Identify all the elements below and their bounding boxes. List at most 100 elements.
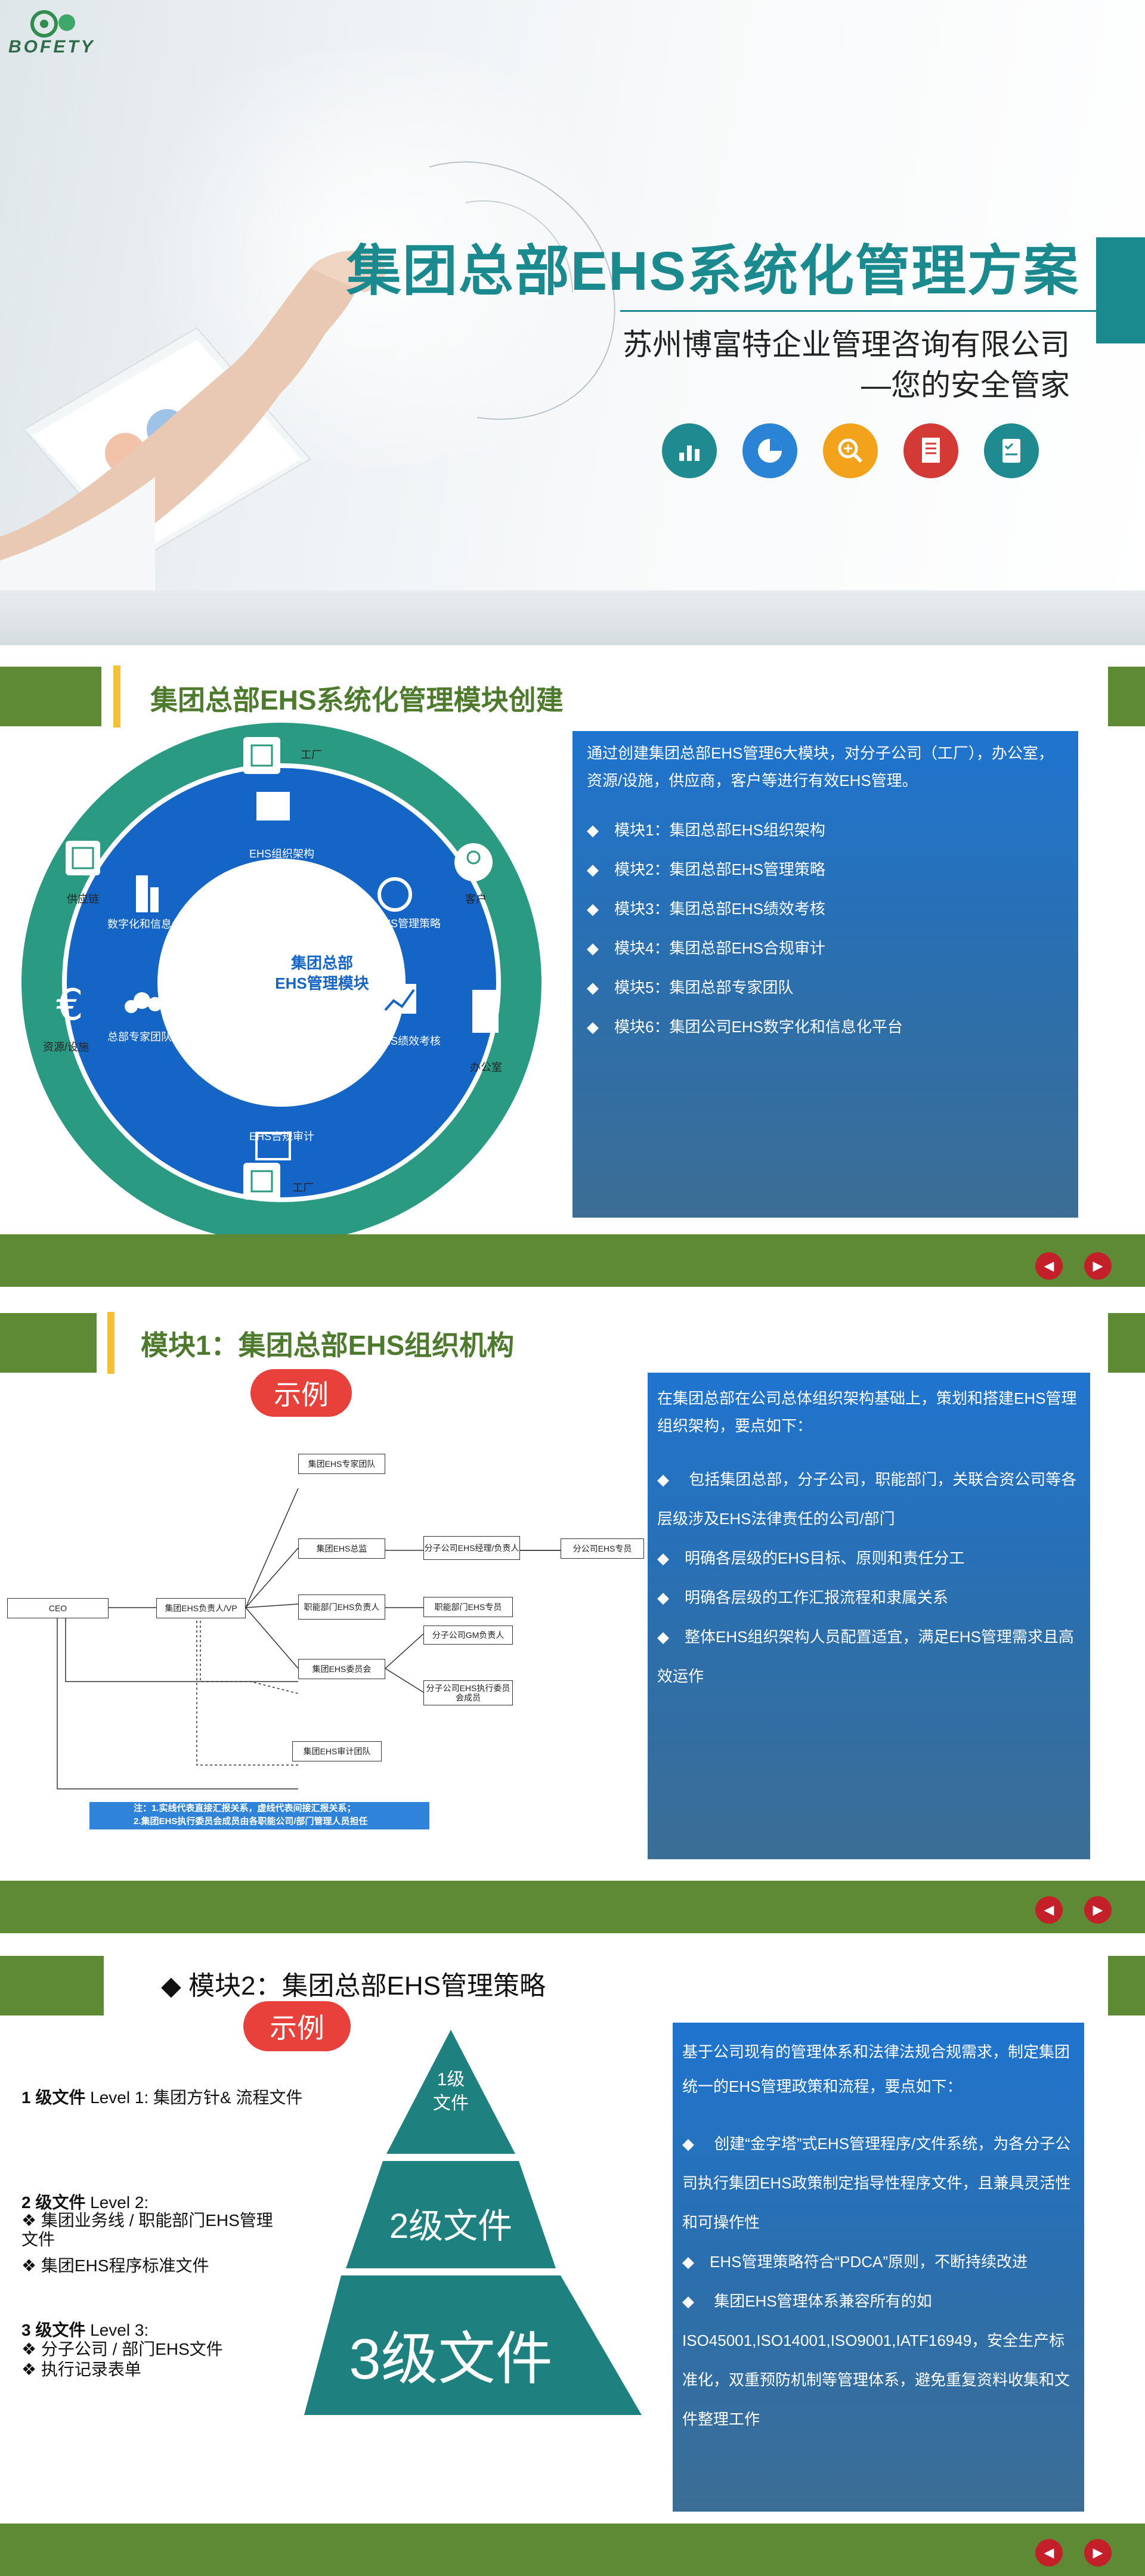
wheel-label-kpi: EHS绩效考核 [376, 1035, 441, 1047]
logo-text: BOFETY [8, 37, 95, 57]
section2-item-4: ◆ 整体EHS组织架构人员配置适宜，满足EHS管理需求且高效运作 [657, 1628, 1074, 1685]
section3-next-button[interactable]: ▶ [1084, 2539, 1112, 2566]
document-icon [903, 423, 958, 478]
org-box-sub-ehs-spec: 分公司EHS专员 [561, 1538, 644, 1559]
org-box-sub-ehs-lead: 分子公司EHS经理/负责人 [423, 1536, 520, 1560]
org-box-sub-committee: 分子公司EHS执行委员会成员 [423, 1680, 513, 1705]
section3-footer [0, 2524, 1145, 2576]
section3-example-badge: 示例 [243, 2001, 351, 2051]
section2-example-badge: 示例 [250, 1369, 352, 1417]
section3-prev-button[interactable]: ◀ [1035, 2539, 1063, 2566]
outer-label-factory-top: 工厂 [301, 749, 322, 761]
section2-item-2: ◆ 明确各层级的EHS目标、原则和责任分工 [657, 1549, 965, 1567]
wheel-label-audit: EHS合规审计 [249, 1131, 315, 1143]
level1-caption: 1 级文件 Level 1: 集团方针& 流程文件 [21, 2085, 302, 2109]
org-box-ceo: CEO [7, 1598, 109, 1618]
section1-intro: 通过创建集团总部EHS管理6大模块，对分子公司（工厂），办公室，资源/设施，供应… [587, 744, 1054, 789]
section1-footer [0, 1234, 1145, 1287]
pyramid-top-line2: 文件 [433, 2094, 469, 2113]
org-box-func-ehs-lead: 职能部门EHS专员 [423, 1597, 513, 1617]
section2-item-3: ◆ 明确各层级的工作汇报流程和隶属关系 [657, 1589, 948, 1606]
section1-next-button[interactable]: ▶ [1084, 1252, 1112, 1280]
section3-item-1: ◆ 创建“金字塔”式EHS管理程序/文件系统，为各分子公司执行集团EHS政策制定… [682, 2135, 1071, 2231]
org-box-audit-team: 集团EHS审计团队 [292, 1741, 382, 1761]
section2-info-panel: 在集团总部在公司总体组织架构基础上，策划和搭建EHS管理组织架构，要点如下： ◆… [648, 1373, 1090, 1859]
section3-item-2: ◆ EHS管理策略符合“PDCA”原则，不断持续改进 [682, 2253, 1028, 2271]
ehs-module-wheel: € [21, 723, 541, 1243]
org-box-expert-team: 集团EHS专家团队 [298, 1454, 385, 1474]
section2-prev-button[interactable]: ◀ [1035, 1896, 1063, 1924]
level2-item-1: ❖ 集团业务线 / 职能部门EHS管理文件 [21, 2211, 273, 2249]
section1-item-3: ◆ 模块3：集团总部EHS绩效考核 [587, 900, 825, 918]
pyramid-top-text: 1级 文件 [394, 2068, 508, 2116]
wheel-label-experts: 总部专家团队 [107, 1031, 172, 1043]
section1-prev-button[interactable]: ◀ [1035, 1252, 1063, 1280]
section2-next-button[interactable]: ▶ [1084, 1896, 1112, 1924]
section1-accent [113, 665, 120, 727]
outer-label-factory-bottom: 工厂 [292, 1182, 314, 1194]
org-chart-lines [57, 1488, 644, 1789]
level2-bold: 2 级文件 [21, 2193, 86, 2212]
outer-label-supply-chain: 供应链 [67, 893, 99, 905]
title-divider [620, 310, 1097, 312]
outer-label-resources: 资源/设施 [43, 1041, 89, 1053]
level2-item-2: ❖ 集团EHS程序标准文件 [21, 2256, 209, 2275]
wheel-center-line1: 集团总部 [290, 954, 353, 972]
section2-band-right [1108, 1313, 1145, 1373]
org-box-vp: 集团EHS负责人/VP [156, 1598, 246, 1618]
bar-chart-icon [662, 423, 717, 478]
company-name: 苏州博富特企业管理咨询有限公司 [623, 328, 1070, 361]
wheel-label-digital: 数字化和信息化 [107, 918, 182, 930]
wheel-center-text: 集团总部 EHS管理模块 [205, 953, 439, 993]
section2-band-left [0, 1313, 97, 1373]
svg-text:€: € [56, 980, 83, 1030]
org-chart-note: 注：1.实线代表直接汇报关系，虚线代表间接汇报关系； 2.集团EHS执行委员会成… [89, 1802, 429, 1829]
pyramid-top-line1: 1级 [437, 2070, 465, 2089]
pyramid-bottom-text: 3级文件 [349, 2327, 553, 2391]
level3-caption: 3 级文件 Level 3: [21, 2317, 148, 2341]
section3-intro: 基于公司现有的管理体系和法律法规合规需求，制定集团统一的EHS管理政策和流程，要… [682, 2043, 1070, 2095]
section3-title: ◆ 模块2：集团总部EHS管理策略 [161, 1971, 546, 2001]
company-slogan: —您的安全管家 [861, 369, 1070, 402]
org-note-line1: 注：1.实线代表直接汇报关系，虚线代表间接汇报关系； [134, 1803, 356, 1813]
section1-band-left [0, 667, 101, 726]
hero-banner: BOFETY 集团总部EHS系统化管理方案 苏州博富特企业管理咨询有限公司 —您… [0, 0, 1145, 645]
level1-rest: Level 1: 集团方针& 流程文件 [85, 2088, 303, 2107]
section3-band-right [1108, 1956, 1145, 2015]
section1-title: 集团总部EHS系统化管理模块创建 [150, 685, 564, 716]
document-pyramid [304, 2030, 642, 2415]
section1-band-right [1108, 667, 1145, 726]
wheel-center-line2: EHS管理模块 [275, 974, 369, 992]
section3-band-left [0, 1956, 104, 2015]
org-box-ehs-dept: 集团EHS总监 [298, 1538, 385, 1559]
section1-item-2: ◆ 模块2：集团总部EHS管理策略 [587, 860, 825, 878]
section1-info-panel: 通过创建集团总部EHS管理6大模块，对分子公司（工厂），办公室，资源/设施，供应… [572, 731, 1078, 1218]
pie-chart-icon [742, 423, 797, 478]
pyramid-mid-text: 2级文件 [389, 2207, 513, 2246]
outer-label-customer: 客户 [465, 893, 487, 905]
section2-accent [107, 1312, 114, 1374]
section1-item-5: ◆ 模块5：集团总部专家团队 [587, 979, 794, 996]
checklist-icon [984, 423, 1039, 478]
page-title: 集团总部EHS系统化管理方案 [346, 241, 1079, 302]
org-box-func-ehs: 职能部门EHS负责人 [298, 1594, 385, 1620]
section1-item-4: ◆ 模块4：集团总部EHS合规审计 [587, 939, 825, 957]
magnifier-icon [823, 423, 878, 478]
section2-item-1: ◆ 包括集团总部，分子公司，职能部门，关联合资公司等各层级涉及EHS法律责任的公… [657, 1470, 1077, 1528]
level3-item-2: ❖ 执行记录表单 [21, 2360, 141, 2379]
section2-intro: 在集团总部在公司总体组织架构基础上，策划和搭建EHS管理组织架构，要点如下： [657, 1389, 1077, 1435]
level3-item-1: ❖ 分子公司 / 部门EHS文件 [21, 2340, 223, 2358]
bofety-logo-icon [30, 10, 75, 38]
level2-caption: 2 级文件 Level 2: [21, 2190, 148, 2213]
hand-illustration [0, 250, 385, 608]
level1-bold: 1 级文件 [21, 2088, 86, 2107]
section1-item-6: ◆ 模块6：集团公司EHS数字化和信息化平台 [587, 1018, 903, 1036]
org-box-sub-gm: 分子公司GM负责人 [423, 1626, 513, 1645]
section3-info-panel: 基于公司现有的管理体系和法律法规合规需求，制定集团统一的EHS管理政策和流程，要… [673, 2023, 1084, 2512]
wheel-label-strategy: EHS管理策略 [376, 918, 441, 930]
section2-footer [0, 1881, 1145, 1933]
level2-rest: Level 2: [85, 2193, 149, 2212]
outer-label-office: 办公室 [470, 1061, 502, 1073]
wheel-label-org: EHS组织架构 [249, 848, 315, 860]
level3-rest: Level 3: [85, 2321, 149, 2339]
